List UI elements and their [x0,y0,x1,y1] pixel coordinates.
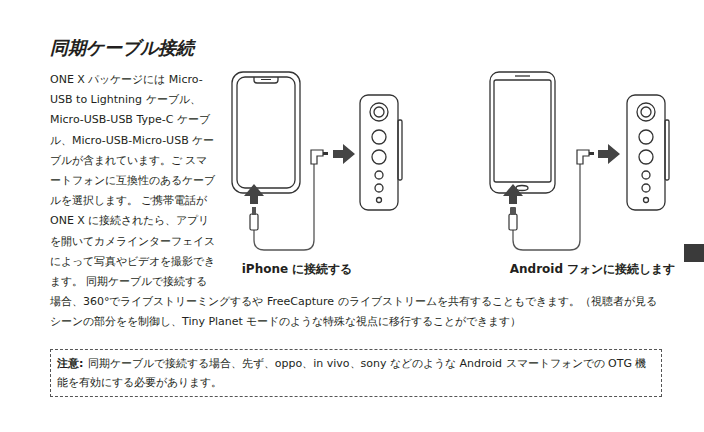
right-arrow [333,144,355,164]
android-figure [490,72,555,193]
body-text: ONE X パッケージには Micro-USB to Lightning ケーブ… [50,73,657,328]
label-block: ONE X パッケージには Micro-USB to Lightning ケーブ… [50,70,662,333]
up-arrow [244,184,264,204]
section-tab [684,244,704,262]
iphone-figure [232,72,300,193]
note-text: 同期ケーブルで接続する場合、先ず、oppo、in vivo、sony などのよう… [57,357,646,389]
one-x-camera [360,95,402,210]
lightning-cable [250,150,328,250]
up-arrow [503,184,523,204]
right-arrow [598,144,620,164]
page-title: 同期ケーブル接続 [50,36,194,60]
one-x-camera [627,95,669,210]
label-block: iPhone に接続する [222,261,372,278]
figure-caption: Android フォンに接続します [510,262,675,276]
figure-caption: iPhone に接続する [242,262,353,276]
note-heading: 注意: [57,357,83,370]
usb-cable [509,150,594,250]
note-box: 注意:同期ケーブルで接続する場合、先ず、oppo、in vivo、sony など… [50,349,662,397]
float-spacer [215,70,662,292]
label-block: Android フォンに接続します [490,261,695,278]
